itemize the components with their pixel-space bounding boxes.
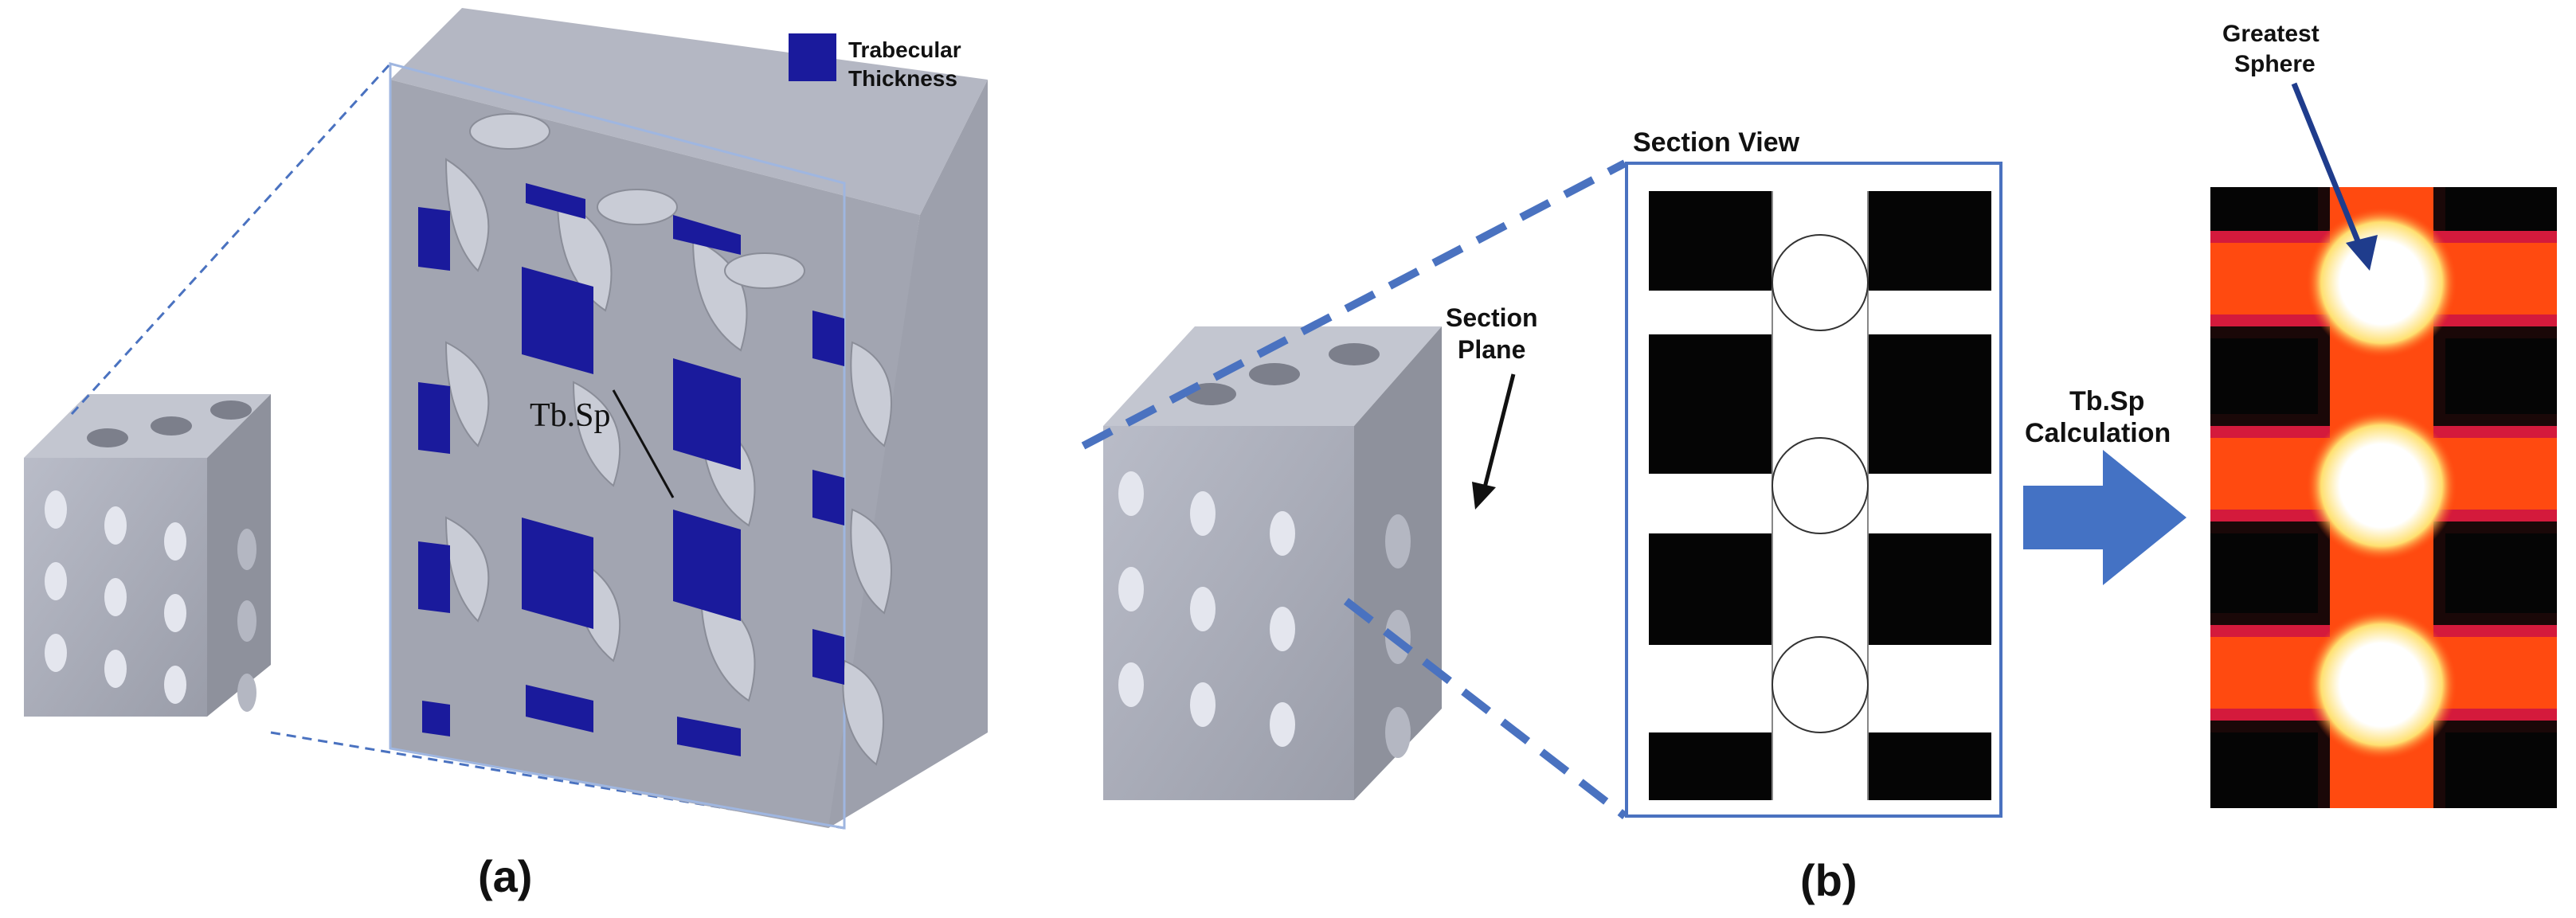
legend-label-line1: Trabecular [848,37,961,62]
section-plane-line2: Plane [1458,335,1525,364]
calc-arrow [2023,450,2186,585]
section-view-panel [1625,162,2002,818]
heatmap-panel [2210,187,2557,808]
panel-label-a: (a) [478,851,532,901]
panel-a: Tb.Sp Trabecular Thickness (a) [24,8,988,901]
section-plane-line1: Section [1446,303,1538,332]
tbsp-measure-line [612,389,675,498]
calc-line2: Calculation [2025,418,2171,448]
section-plane-arrow [1481,373,1516,494]
zoom-lines-b [1081,159,1628,819]
greatest-line2: Sphere [2234,51,2316,77]
small-cube-a [24,394,271,717]
greatest-arrow [2291,82,2365,252]
greatest-line1: Greatest [2222,21,2320,47]
legend-label-line2: Thickness [848,66,957,91]
legend-trabecular: Trabecular Thickness [789,33,961,91]
large-block-a [389,8,988,830]
panel-b: Section Plane Section View [1081,21,2557,905]
trabecular-patches [418,183,844,756]
section-view-label: Section View [1633,127,1800,158]
panel-label-b: (b) [1800,855,1858,905]
tbsp-label: Tb.Sp [530,397,611,434]
cube-b [1103,326,1442,800]
calc-line1: Tb.Sp [2069,386,2144,416]
legend-swatch [789,33,836,81]
